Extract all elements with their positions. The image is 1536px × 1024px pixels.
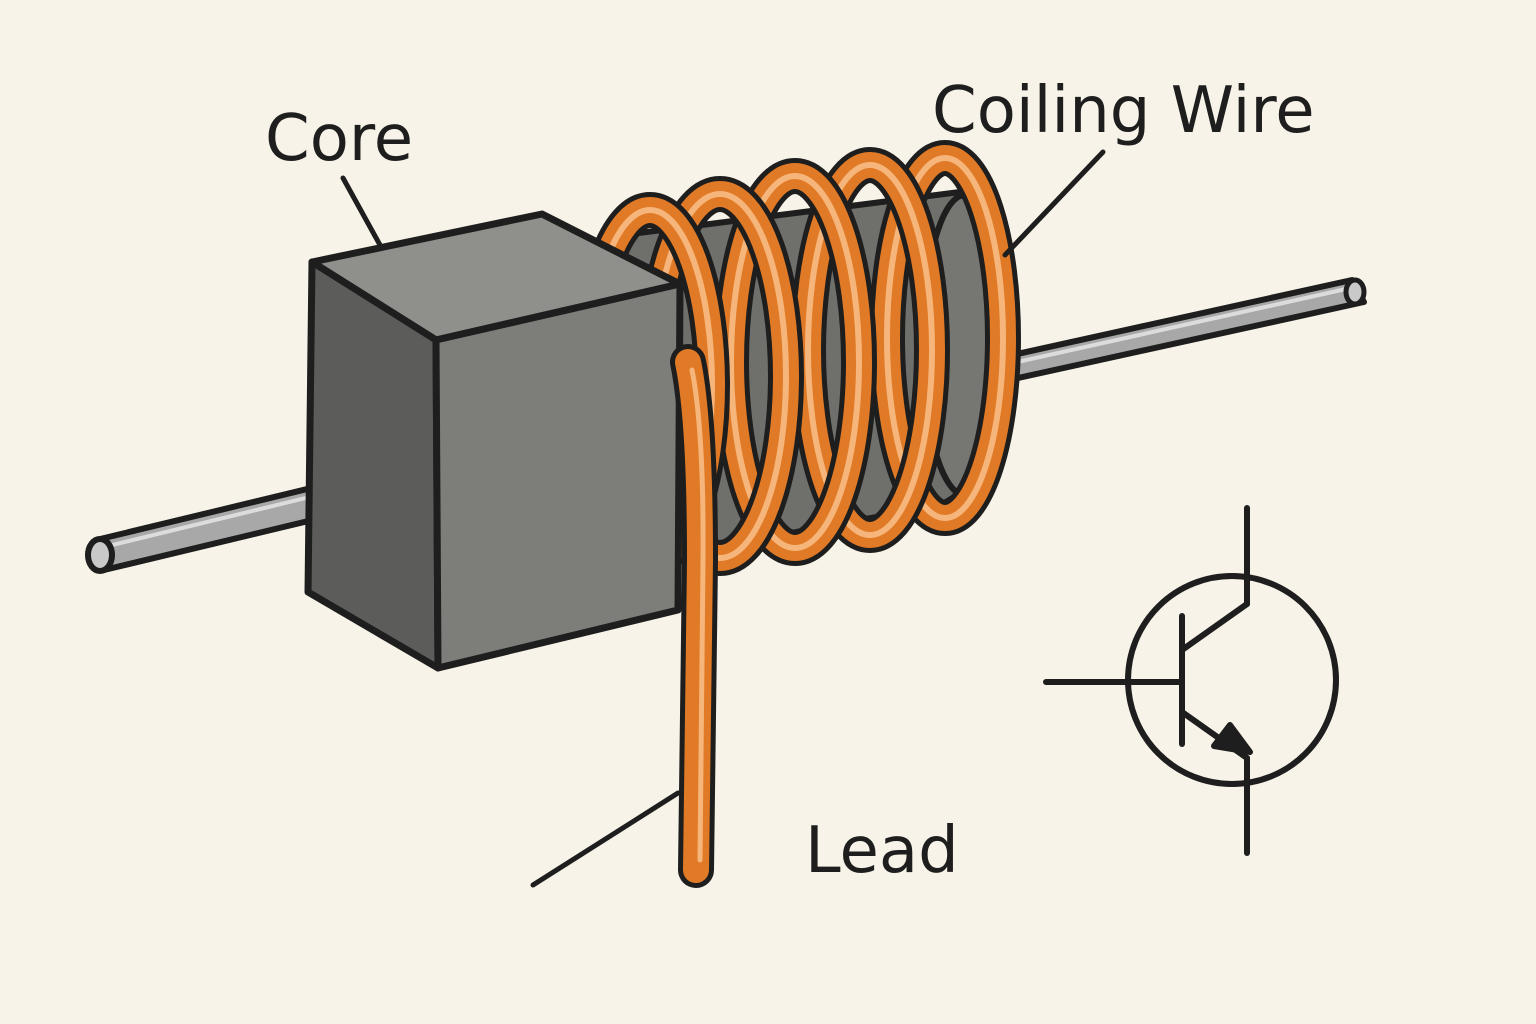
core-leader-line (340, 175, 383, 248)
coiling-wire-leader-line (1002, 149, 1106, 258)
core-label: Core (265, 102, 413, 176)
coil-turn (790, 147, 950, 553)
core-block (304, 210, 684, 672)
coiling-wire-label: Coiling Wire (932, 74, 1315, 148)
lead-leader-line (530, 790, 681, 888)
npn-transistor-icon (1043, 505, 1339, 856)
coil-turn (713, 158, 877, 566)
lead-wire (670, 344, 719, 888)
leader-lines (340, 149, 1106, 888)
lead-label: Lead (805, 814, 959, 888)
coil-turn (869, 140, 1021, 536)
right-rod (987, 277, 1367, 385)
